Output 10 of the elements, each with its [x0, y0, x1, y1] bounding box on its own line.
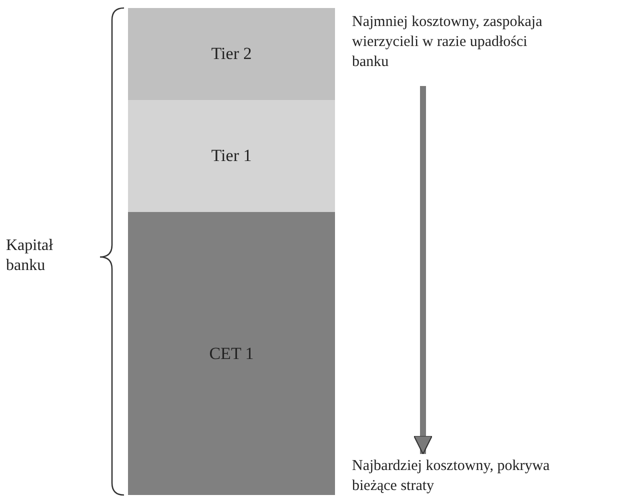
capital-tier-block [128, 8, 335, 100]
capital-tier-block [128, 100, 335, 212]
capital-tier-block [128, 212, 335, 495]
arrow [413, 86, 433, 455]
cost-description: Najmniej kosztowny, zaspokaja wierzycieli w razie upadłości banku [352, 14, 542, 70]
tier-label: Tier 2 [211, 44, 252, 64]
bracket-label: Kapitał banku [6, 236, 54, 276]
tier-label: CET 1 [209, 344, 254, 364]
cost-description: Najbardziej kosztowny, pokrywa bieżące straty [352, 458, 550, 494]
tier-label: Tier 1 [211, 146, 252, 166]
